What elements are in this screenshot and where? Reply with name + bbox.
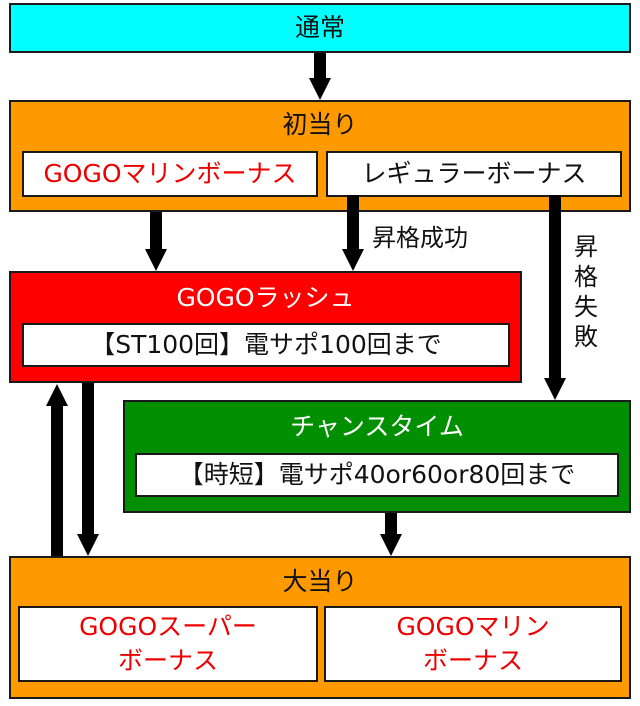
arrowhead-down-icon [544, 378, 566, 400]
promotion-fail-char: 昇 [574, 233, 598, 261]
option-line: GOGOスーパー [79, 612, 257, 641]
big-hit-title: 大当り [282, 567, 358, 596]
option-line: ボーナス [117, 646, 218, 675]
arrow-chance-time-to-big-hit [385, 513, 397, 535]
arrow-big-hit-to-rush [51, 405, 63, 557]
arrowhead-down-icon [380, 534, 402, 556]
promotion-success-label: 昇格成功 [372, 224, 468, 252]
first-hit-title: 初当り [282, 110, 358, 139]
big-hit-box: 大当り GOGOスーパー ボーナス GOGOマリン ボーナス [9, 556, 631, 699]
arrowhead-down-icon [309, 78, 331, 100]
arrow-normal-to-first-hit [314, 53, 326, 80]
first-hit-option-gogo-marine-bonus: GOGOマリンボーナス [22, 151, 318, 197]
normal-state-title: 通常 [294, 13, 345, 42]
arrow-regular-bonus-to-rush [347, 195, 359, 250]
promotion-fail-label: 昇 格 失 敗 [572, 232, 600, 352]
first-hit-box: 初当り GOGOマリンボーナス レギュラーボーナス [9, 100, 631, 212]
chance-time-box: チャンスタイム 【時短】電サポ40or60or80回まで [123, 400, 631, 513]
gogo-rush-detail: 【ST100回】電サポ100回まで [22, 323, 510, 367]
option-line: GOGOマリン [396, 612, 550, 641]
promotion-fail-char: 敗 [574, 323, 598, 351]
big-hit-option-gogo-super-bonus: GOGOスーパー ボーナス [18, 606, 318, 682]
chance-time-title: チャンスタイム [290, 412, 464, 441]
chance-time-detail: 【時短】電サポ40or60or80回まで [135, 453, 619, 497]
gogo-rush-title: GOGOラッシュ [176, 283, 355, 312]
arrow-rush-to-big-hit [82, 383, 94, 535]
arrowhead-up-icon [46, 384, 68, 406]
gogo-rush-box: GOGOラッシュ 【ST100回】電サポ100回まで [9, 271, 522, 383]
normal-state-box: 通常 [9, 3, 631, 53]
arrowhead-down-icon [145, 249, 167, 271]
big-hit-option-gogo-marine-bonus: GOGOマリン ボーナス [324, 606, 622, 682]
promotion-fail-char: 失 [574, 293, 598, 321]
arrowhead-down-icon [342, 249, 364, 271]
first-hit-option-regular-bonus: レギュラーボーナス [326, 151, 622, 197]
promotion-fail-char: 格 [574, 263, 598, 291]
option-line: ボーナス [422, 646, 523, 675]
arrowhead-down-icon [77, 534, 99, 556]
arrow-regular-bonus-to-chance-time [549, 195, 561, 379]
arrow-marine-bonus-to-rush [150, 212, 162, 250]
